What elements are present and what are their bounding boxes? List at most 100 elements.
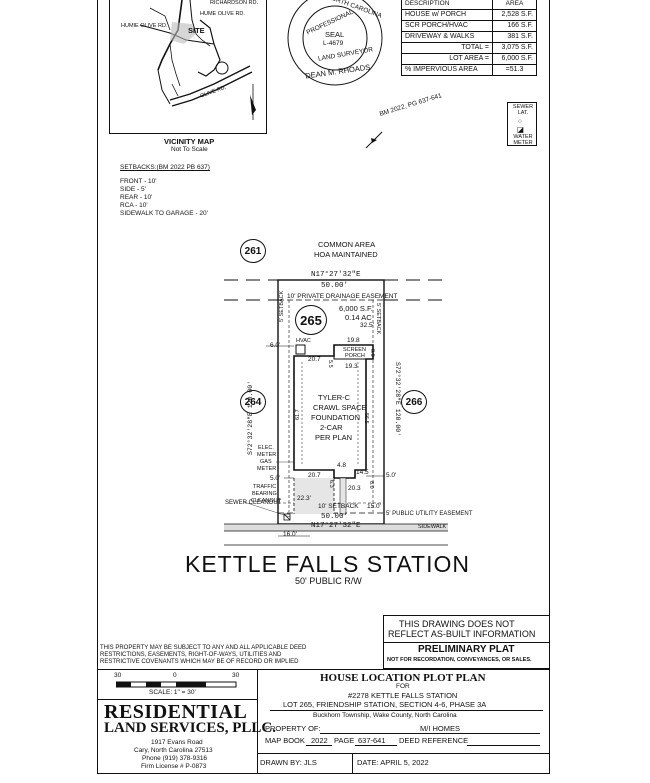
vicinity-map-subtitle: Not To Scale xyxy=(171,146,208,153)
dim-5-0-right: 5.0' xyxy=(386,472,397,479)
lot-area-ac: 0.14 AC xyxy=(345,313,372,322)
disclaimer-divider xyxy=(383,642,550,643)
distance-top: 50.00' xyxy=(321,282,349,290)
table-row: HOUSE w/ PORCH 2,528 S.F. xyxy=(401,9,538,21)
area-table: DESCRIPTION AREA HOUSE w/ PORCH 2,528 S.… xyxy=(401,0,538,76)
dim-20-7-a: 20.7 xyxy=(308,356,321,363)
preliminary-note: NOT FOR RECORDATION, CONVEYANCES, OR SAL… xyxy=(387,657,532,663)
seal-center-title: SEAL xyxy=(325,30,345,39)
plan-address: #2278 KETTLE FALLS STATION xyxy=(348,691,458,700)
scale-divider xyxy=(97,699,257,700)
dim-56-5: 56.5 xyxy=(363,413,369,424)
plan-lot-line: LOT 265, FRIENDSHIP STATION, SECTION 4-6… xyxy=(283,700,487,709)
area-value: 381 S.F. xyxy=(491,31,538,43)
table-row: LOT AREA = 6,000 S.F. xyxy=(401,53,538,65)
property-of-label: PROPERTY OF: xyxy=(265,724,321,733)
dim-8-0-a: 8.0 xyxy=(369,349,375,357)
dim-22-3: 22.3' xyxy=(297,495,311,502)
area-label: % IMPERVIOUS AREA xyxy=(401,64,493,76)
north-arrow-icon xyxy=(365,131,383,149)
map-book-label: MAP BOOK xyxy=(265,736,305,745)
screen-porch-label: PORCH xyxy=(345,353,365,359)
setback-item: REAR - 10' xyxy=(120,194,153,201)
traffic-label: BEARING xyxy=(252,491,277,497)
common-area-label: COMMON AREA xyxy=(318,240,376,249)
table-row: SCR PORCH/HVAC 166 S.F. xyxy=(401,20,538,32)
neighbor-lot-lines xyxy=(224,279,448,546)
lot-number-left: 264 xyxy=(240,390,266,414)
street-name: KETTLE FALLS STATION xyxy=(185,551,470,577)
map-book-underline xyxy=(306,745,332,746)
surveyor-seal xyxy=(287,0,383,86)
setback-right-label: 5' SETBACK xyxy=(375,303,381,335)
dim-4-8: 4.8 xyxy=(337,462,347,469)
utility-legend-box xyxy=(507,102,537,146)
dim-61-7: 61.7 xyxy=(295,409,301,420)
dim-14-5: 14.5 xyxy=(356,469,369,476)
dim-19-3: 19.3 xyxy=(345,363,358,370)
deed-reference-underline xyxy=(467,745,540,746)
street-row: 50' PUBLIC R/W xyxy=(295,576,362,586)
utility-label: METER xyxy=(257,466,277,472)
scale-mark: 30 xyxy=(114,672,122,679)
page-label: PAGE xyxy=(334,736,355,745)
setback-item: SIDE - 5' xyxy=(120,186,146,193)
page-underline xyxy=(355,745,397,746)
title-block-top xyxy=(97,669,550,670)
utility-label: GAS xyxy=(260,459,272,465)
bearing-bottom: N17°27'32"E xyxy=(311,522,361,530)
traffic-label: CLEANOUT xyxy=(251,498,281,504)
disclaimer-line: REFLECT AS-BUILT INFORMATION xyxy=(388,629,536,639)
road-label: HUME OLIVE RD. xyxy=(200,11,245,17)
scale-mark: 0 xyxy=(173,672,177,679)
page-value: 637-641 xyxy=(358,736,386,745)
plan-lot-underline xyxy=(270,710,543,711)
bearing-top: N17°27'32"E xyxy=(311,271,361,279)
property-of-value: M/I HOMES xyxy=(420,724,461,733)
sidewalk-label: SIDEWALK xyxy=(418,524,447,530)
table-row: % IMPERVIOUS AREA =51.3 xyxy=(401,64,538,76)
vicinity-site-label: SITE xyxy=(188,26,205,35)
company-address1: 1917 Evans Road xyxy=(151,739,203,746)
plan-county: Buckhorn Township, Wake County, North Ca… xyxy=(313,712,457,719)
lot-number-rear: 261 xyxy=(240,239,266,263)
house-foundation-type: FOUNDATION xyxy=(311,413,361,422)
hvac-label: HVAC xyxy=(296,338,311,344)
house-garage: 2-CAR xyxy=(320,423,343,432)
dim-19-8: 19.8 xyxy=(347,337,360,344)
utility-label: METER xyxy=(257,452,277,458)
title-block-date-divider xyxy=(352,753,353,774)
house-foundation: CRAWL SPACE xyxy=(313,403,367,412)
bearing-left: S72°32'28"E 120.00' xyxy=(247,380,254,455)
vicinity-map-drawing xyxy=(139,0,256,120)
deed-reference-label: DEED REFERENCE xyxy=(399,736,469,745)
setback-item: SIDEWALK TO GARAGE - 20' xyxy=(120,210,208,217)
water-meter-icon: ◪ xyxy=(517,125,525,134)
lot-number-right: 266 xyxy=(401,390,427,414)
sewer-cleanout-label: SEWER CLEANOUT xyxy=(225,500,282,506)
plan-date: DATE: APRIL 5, 2022 xyxy=(357,758,429,767)
scale-bar xyxy=(116,681,237,688)
sewer-lat-label: SEWER LAT. xyxy=(512,104,534,116)
company-address2: Cary, North Carolina 27513 xyxy=(134,747,213,754)
setbacks-title: SETBACKS:(BM 2022 PB 637) xyxy=(120,164,210,171)
company-name-line1: RESIDENTIAL xyxy=(104,701,248,723)
seal-number: L-4679 xyxy=(323,40,344,47)
preliminary-title: PRELIMINARY PLAT xyxy=(418,644,515,655)
company-name-line2: LAND SERVICES, PLLC. xyxy=(104,720,277,736)
house-per-plan: PER PLAN xyxy=(315,433,353,442)
setback-item: RCA - 10' xyxy=(120,202,148,209)
area-value: =51.3 xyxy=(491,64,538,76)
company-license: Firm License # P-0873 xyxy=(141,763,207,770)
road-label: HUMIE OLIVE RD. xyxy=(121,23,168,29)
plan-title: HOUSE LOCATION PLOT PLAN xyxy=(320,672,486,684)
scale-label: SCALE: 1" = 30' xyxy=(149,689,196,696)
utility-label: ELEC. xyxy=(258,445,274,451)
hoa-maintained-label: HOA MAINTAINED xyxy=(314,250,378,259)
disclaimer-line: THIS DRAWING DOES NOT xyxy=(399,619,515,629)
property-note-line: THIS PROPERTY MAY BE SUBJECT TO ANY AND … xyxy=(100,645,307,651)
lot-area-sf: 6,000 S.F. xyxy=(339,304,373,313)
bearing-right: S72°32'28"E 120.00' xyxy=(394,362,401,437)
lot-number-subject: 265 xyxy=(295,305,327,335)
vicinity-map-title: VICINITY MAP xyxy=(164,137,215,146)
